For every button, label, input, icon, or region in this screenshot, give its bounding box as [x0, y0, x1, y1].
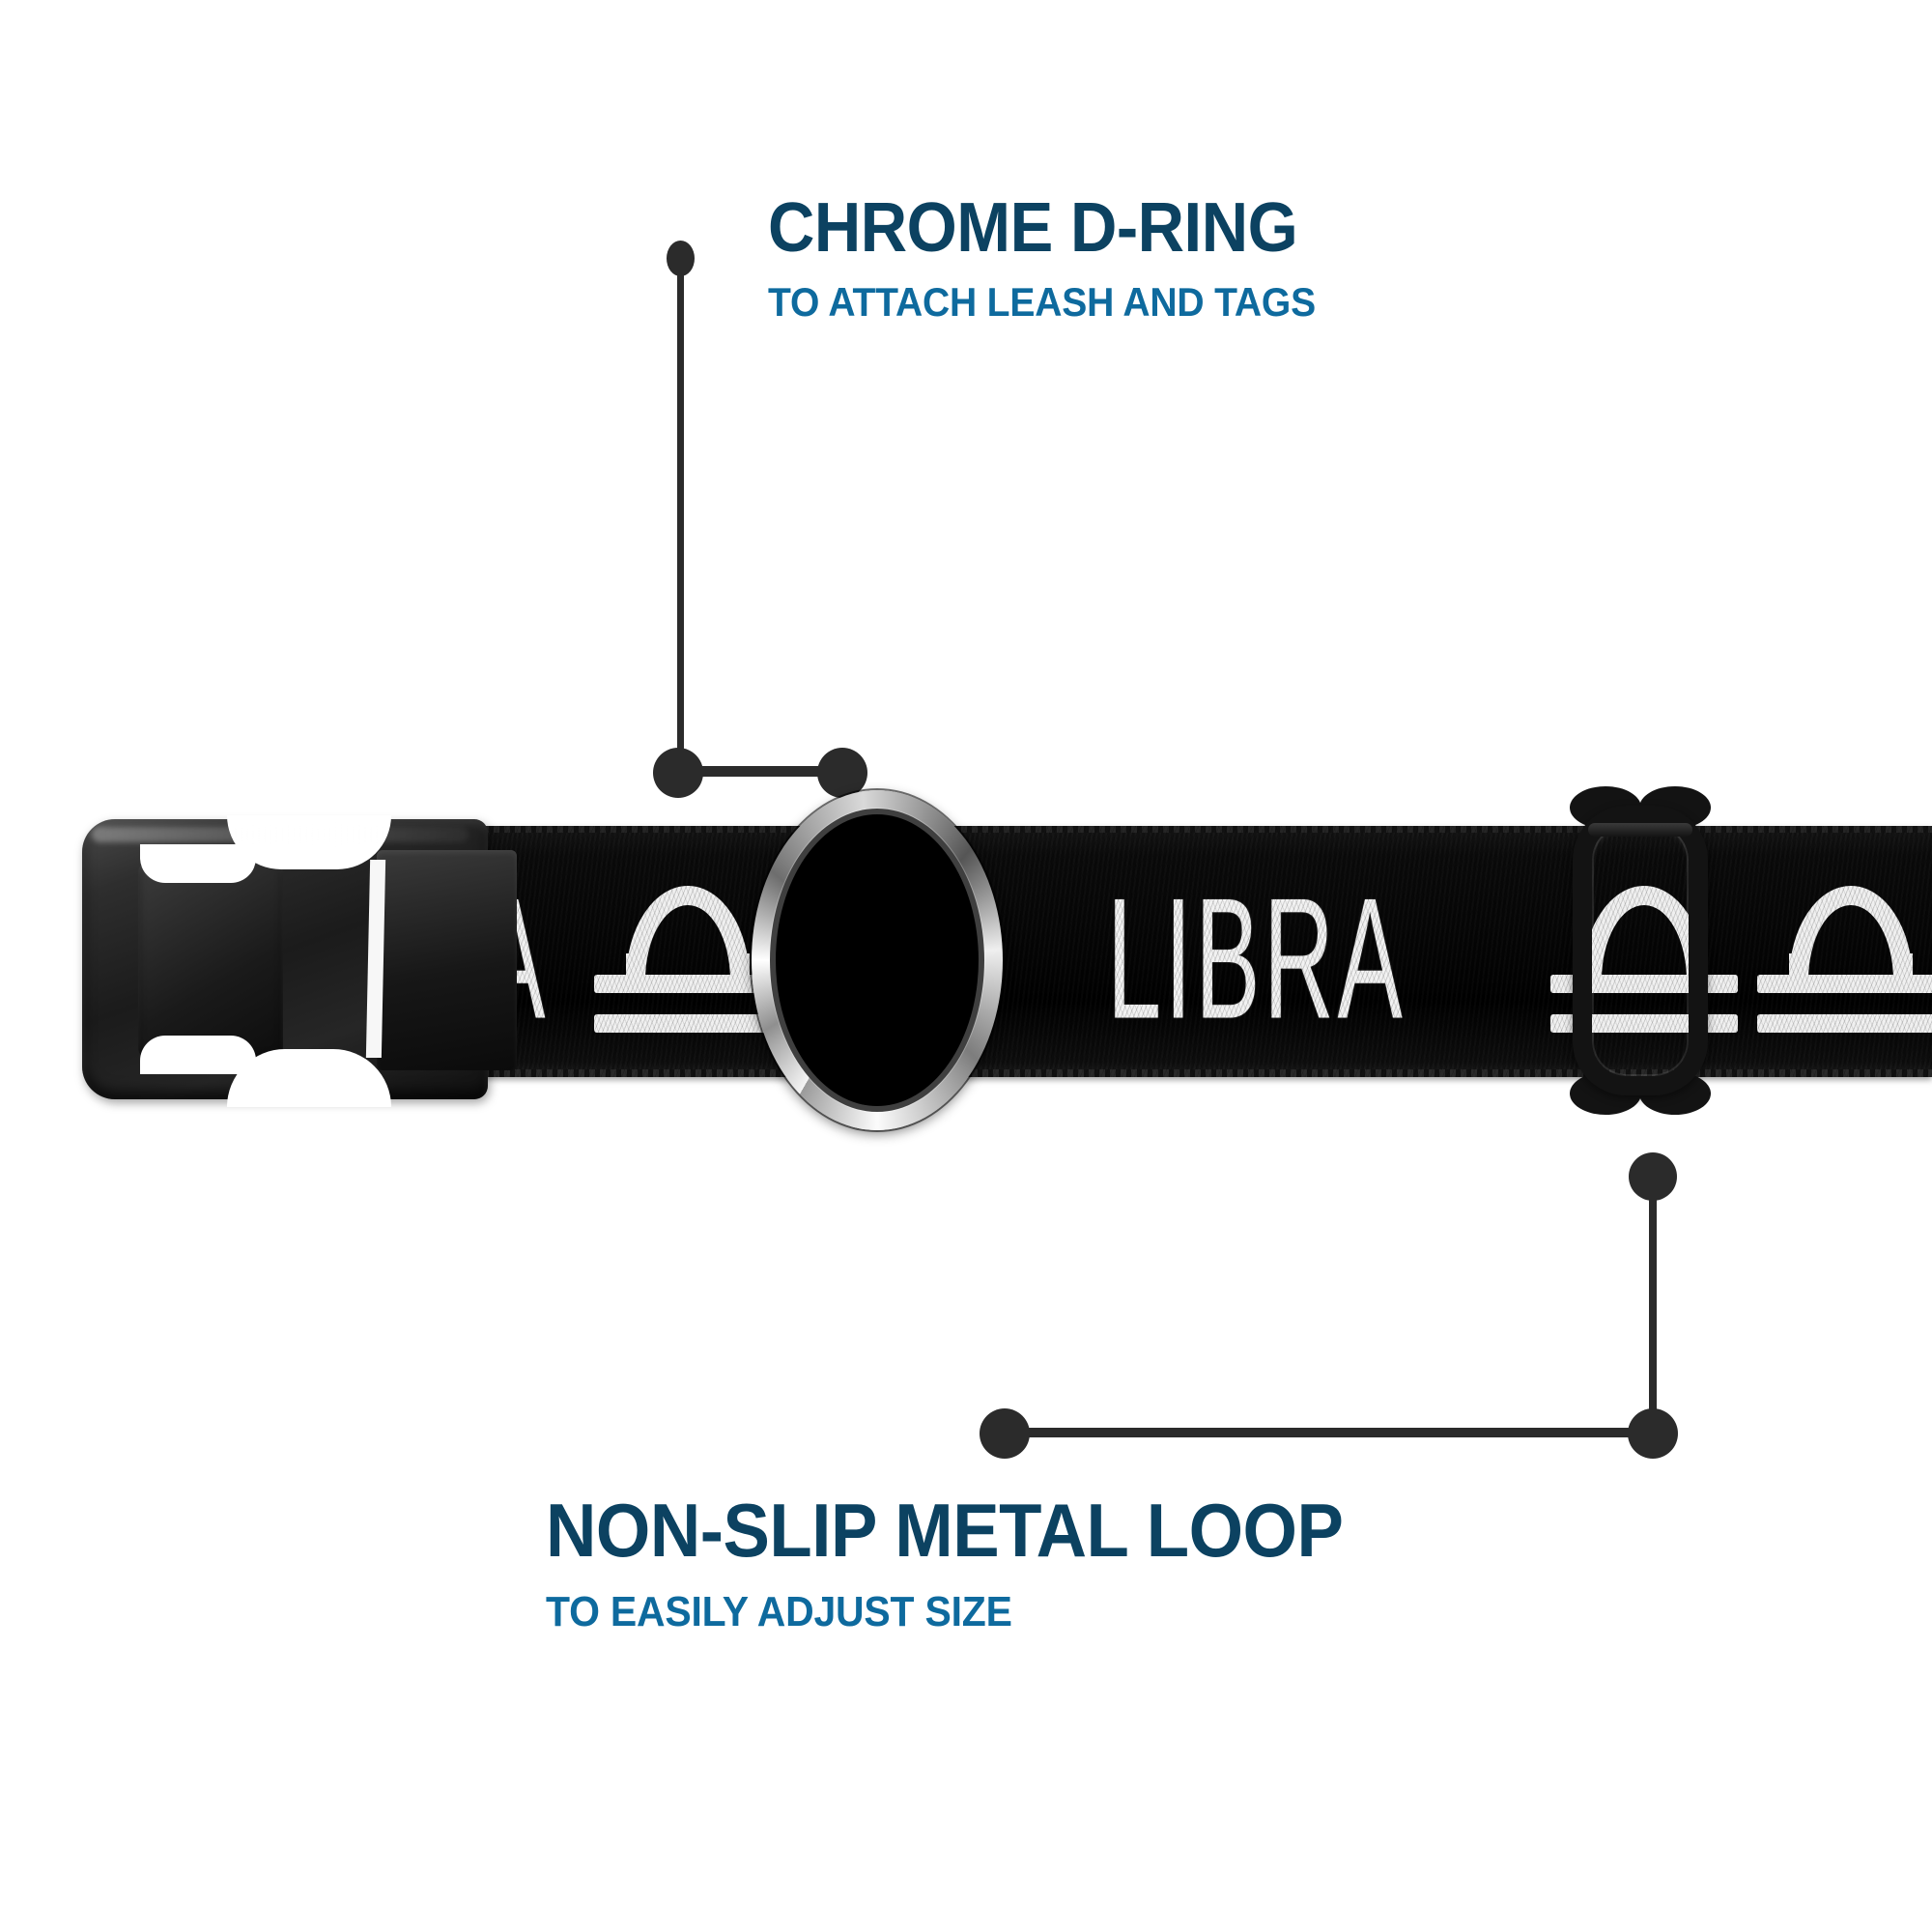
d-ring-inner-band	[769, 808, 985, 1113]
buckle-highlight	[92, 827, 469, 842]
d-ring-core-edge	[781, 819, 974, 1101]
libra-bar-upper	[1756, 974, 1932, 993]
callout-subtitle-chrome-d-ring: TO ATTACH LEASH AND TAGS	[768, 279, 1316, 325]
leader-line-bottom-horizontal	[1005, 1428, 1654, 1437]
libra-symbol-3	[1756, 886, 1932, 1038]
leader-dot-bottom-end	[980, 1408, 1030, 1459]
buckle-right-housing	[377, 850, 517, 1070]
libra-bar-lower	[1756, 1013, 1932, 1033]
libra-symbol-1	[593, 886, 782, 1038]
buckle-notch-bottom	[140, 1036, 256, 1074]
slider-ring	[1573, 806, 1708, 1095]
collar-text-libra: LIBRA	[1107, 862, 1406, 1055]
leader-line-top-vertical	[677, 269, 684, 771]
callout-non-slip-metal-loop: NON-SLIP METAL LOOP TO EASILY ADJUST SIZ…	[546, 1492, 1404, 1634]
leader-line-bottom-vertical	[1649, 1188, 1657, 1435]
callout-title-chrome-d-ring: CHROME D-RING	[768, 189, 1298, 267]
callout-chrome-d-ring: CHROME D-RING TO ATTACH LEASH AND TAGS	[768, 193, 1357, 323]
leader-line-top-horizontal	[676, 766, 850, 777]
chrome-d-ring	[752, 790, 1003, 1130]
buckle-waist-bottom	[227, 1049, 391, 1107]
libra-bar-lower	[593, 1013, 782, 1033]
slider-center-bar	[1588, 823, 1692, 837]
libra-arch-icon	[1789, 886, 1913, 986]
buckle-waist-top	[227, 815, 391, 869]
buckle-notch-top	[140, 844, 256, 883]
libra-bar-upper	[593, 974, 782, 993]
libra-arch-icon	[626, 886, 750, 986]
leader-dot-top-target	[817, 748, 867, 798]
dog-collar-product: BRA LIBRA	[0, 786, 1932, 1121]
callout-subtitle-non-slip-metal-loop: TO EASILY ADJUST SIZE	[546, 1588, 1012, 1635]
callout-title-non-slip-metal-loop: NON-SLIP METAL LOOP	[546, 1488, 1344, 1573]
buckle-arm	[138, 860, 283, 1061]
slider-loop	[1570, 786, 1711, 1115]
side-release-buckle	[82, 802, 536, 1111]
